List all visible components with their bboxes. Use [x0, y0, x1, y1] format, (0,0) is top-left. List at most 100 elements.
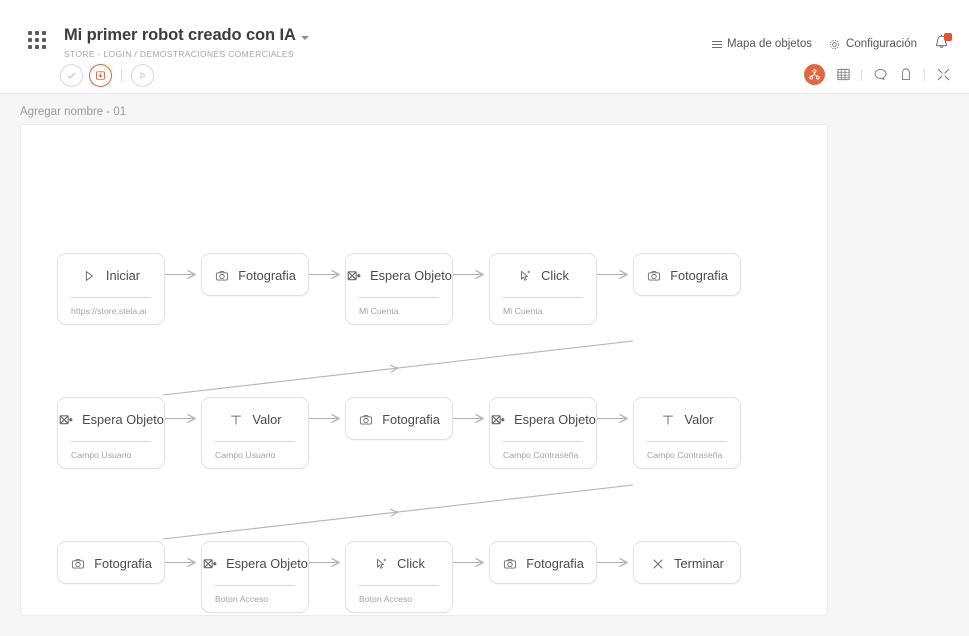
flow-node-subtitle: Campo Usuario [71, 450, 132, 460]
tag-icon [902, 68, 910, 81]
divider [215, 585, 295, 586]
settings-link[interactable]: Configuración [828, 38, 917, 51]
object-map-link[interactable]: Mapa de objetos [711, 38, 812, 50]
list-icon [711, 40, 722, 48]
fullscreen-button[interactable] [935, 67, 951, 83]
flow-node-header: Terminar [634, 542, 740, 585]
connector [162, 484, 634, 540]
play-icon [82, 268, 97, 283]
canvas-name-label[interactable]: Agregar nombre - 01 [20, 106, 127, 118]
run-button[interactable] [131, 64, 154, 87]
divider [121, 69, 122, 82]
camera-icon [214, 268, 229, 283]
comments-button[interactable] [872, 67, 888, 83]
table-view-button[interactable] [835, 67, 851, 83]
flow-node[interactable]: Fotografia [57, 541, 165, 584]
camera-icon [215, 270, 228, 280]
sitemap-icon [809, 69, 820, 80]
flow-node-header: Espera Objeto [490, 398, 596, 441]
chat-bubble-icon [874, 68, 886, 81]
flow-node-subtitle: https://store.stela.ai [71, 306, 147, 316]
divider [71, 441, 151, 442]
flow-node[interactable]: Terminar [633, 541, 741, 584]
flow-node[interactable]: Fotografia [489, 541, 597, 584]
connector [162, 340, 634, 396]
flow-node[interactable]: Fotografia [633, 253, 741, 296]
flow-node-title: Espera Objeto [82, 412, 164, 427]
flow-node[interactable]: Click Mi Cuenta [489, 253, 597, 325]
flow-node[interactable]: Fotografia [345, 397, 453, 440]
cursor-icon [376, 558, 386, 569]
tag-button[interactable] [898, 67, 914, 83]
table-icon [836, 68, 850, 81]
flow-node-subtitle: Mi Cuenta [359, 306, 399, 316]
object-icon [490, 412, 505, 427]
camera-icon [502, 556, 517, 571]
flow-node-title: Fotografia [382, 412, 440, 427]
divider [924, 68, 925, 81]
breadcrumb: STORE - LOGIN / DEMOSTRACIONES COMERCIAL… [64, 49, 294, 59]
flow-node-title: Espera Objeto [514, 412, 596, 427]
flow-node-subtitle: Boton Acceso [215, 594, 269, 604]
flow-node-header: Fotografia [346, 398, 452, 441]
flow-node[interactable]: Espera Objeto Mi Cuenta [345, 253, 453, 325]
object-icon [58, 412, 73, 427]
flow-node-header: Iniciar [58, 254, 164, 297]
text-icon [661, 412, 676, 427]
flow-node-title: Valor [684, 412, 714, 427]
flow-node-header: Fotografia [58, 542, 164, 585]
camera-icon [70, 556, 85, 571]
flow-canvas-area: Agregar nombre - 01 Iniciar https://store… [0, 94, 969, 636]
flow-node-subtitle: Campo Contraseña [503, 450, 579, 460]
object-icon [346, 268, 361, 283]
connector-arrowhead [390, 364, 399, 373]
object-icon [202, 556, 217, 571]
play-icon [86, 270, 94, 281]
chevron-down-icon[interactable] [300, 35, 309, 40]
camera-icon [71, 558, 84, 568]
flow-node[interactable]: Iniciar https://store.stela.ai [57, 253, 165, 325]
header-links: Mapa de objetos Configuración [711, 33, 952, 54]
grid-launcher-icon[interactable] [28, 31, 50, 53]
divider [861, 68, 862, 81]
view-tools [804, 64, 951, 85]
notifications-button[interactable] [933, 33, 952, 54]
flow-node-header: Espera Objeto [346, 254, 452, 297]
flow-node-title: Iniciar [105, 268, 141, 283]
validate-button[interactable] [60, 64, 83, 87]
camera-icon [647, 270, 660, 280]
flow-node-title: Click [541, 268, 569, 283]
divider [359, 585, 439, 586]
camera-icon [359, 414, 372, 424]
flow-node-title: Fotografia [238, 268, 296, 283]
object-icon [59, 414, 72, 424]
flow-node-title: Click [397, 556, 425, 571]
save-button[interactable] [89, 64, 112, 87]
cursor-icon [517, 268, 532, 283]
object-icon [347, 270, 360, 280]
flow-node-title: Terminar [674, 556, 724, 571]
cursor-icon [520, 270, 530, 281]
page-title[interactable]: Mi primer robot creado con IA [64, 26, 296, 44]
flow-node[interactable]: Fotografia [201, 253, 309, 296]
title-block: Mi primer robot creado con IA STORE - LO… [64, 26, 309, 59]
connector-arrowhead [390, 508, 399, 517]
flow-node-header: Espera Objeto [202, 542, 308, 585]
flow-node-subtitle: Mi Cuenta [503, 306, 543, 316]
flow-node-title: Fotografia [94, 556, 152, 571]
flow-node-header: Valor [634, 398, 740, 441]
flow-node-title: Fotografia [670, 268, 728, 283]
gear-icon [829, 39, 840, 49]
notification-badge [944, 33, 952, 41]
flow-node-header: Fotografia [634, 254, 740, 297]
flow-view-button[interactable] [804, 64, 825, 85]
save-export-icon [96, 71, 105, 80]
